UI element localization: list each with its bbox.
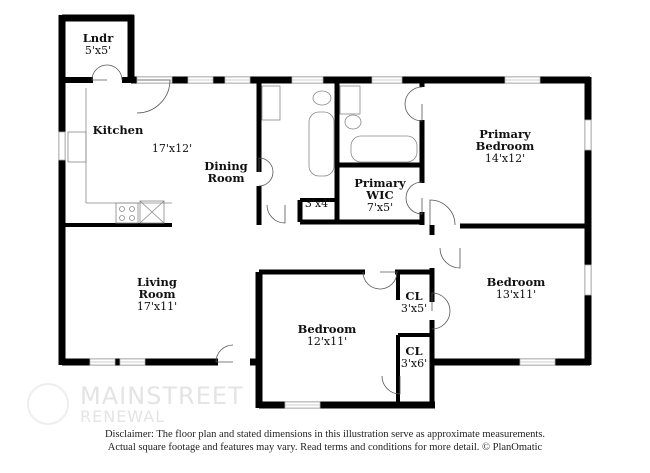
room-name-primary-bedroom: Primary xyxy=(479,127,531,141)
wall xyxy=(334,80,340,200)
door-swing xyxy=(266,204,286,224)
wall xyxy=(337,162,422,168)
door-swing xyxy=(258,157,274,187)
burner xyxy=(129,215,135,221)
fixtures xyxy=(67,85,418,224)
room-name-kitchen: Kitchen xyxy=(93,123,144,137)
wall xyxy=(300,219,422,225)
room-dims-closet-2: 3'x6' xyxy=(401,357,427,370)
room-name-dining: Dining xyxy=(204,159,247,173)
bath2-tub xyxy=(350,135,418,163)
wall xyxy=(256,186,262,225)
wall xyxy=(297,200,303,222)
doors xyxy=(91,64,461,395)
wall xyxy=(429,225,435,235)
window xyxy=(584,119,592,151)
room-name-closet-2: CL xyxy=(405,344,422,358)
room-name-bedroom-2: Bedroom xyxy=(487,275,546,289)
door-swing xyxy=(91,64,123,81)
wall xyxy=(127,15,135,83)
bath2-toilet xyxy=(344,114,362,130)
room-dims-closet-hall: 3'x4' xyxy=(305,197,331,210)
door-swing xyxy=(429,199,456,226)
window xyxy=(584,264,592,296)
door-swing xyxy=(136,79,171,114)
door-swing xyxy=(404,86,423,122)
wall xyxy=(122,77,137,83)
burner xyxy=(129,206,135,212)
wall xyxy=(419,120,425,183)
door-swing xyxy=(381,375,401,395)
fridge-mark xyxy=(139,200,165,224)
room-dims-laundry: 5'x5' xyxy=(85,44,111,57)
wall xyxy=(460,223,590,229)
wall xyxy=(255,272,263,408)
walls xyxy=(58,14,592,409)
wall xyxy=(398,333,432,337)
wall xyxy=(62,77,93,83)
room-name-closet-1: CL xyxy=(405,289,422,303)
wall xyxy=(256,80,262,172)
wall xyxy=(58,15,66,365)
room-name-living: Room xyxy=(138,287,175,301)
room-name-dining: Room xyxy=(207,171,244,185)
door-swing xyxy=(215,344,234,363)
windows xyxy=(58,76,592,409)
wall xyxy=(62,14,134,22)
fridge xyxy=(139,200,165,224)
watermark-line-1: MAINSTREET xyxy=(80,382,244,410)
wall xyxy=(419,212,425,225)
door-swing xyxy=(431,292,451,330)
watermark-line-2: RENEWAL xyxy=(80,407,165,426)
room-labels: Lndr5'x5'Kitchen17'x12'DiningRoom3'x4'Pr… xyxy=(83,31,546,370)
door-swing xyxy=(405,181,423,215)
room-name-primary-bedroom: Bedroom xyxy=(476,139,535,153)
bath1-toilet xyxy=(312,90,332,106)
room-dims-bedroom-2: 13'x11' xyxy=(496,288,536,301)
window xyxy=(58,131,66,161)
watermark: MAINSTREET RENEWAL xyxy=(27,382,244,426)
bath2-sink xyxy=(339,85,361,115)
kitchen-sink xyxy=(67,131,87,163)
wall xyxy=(419,80,425,87)
disclaimer-line-2: Actual square footage and features may v… xyxy=(107,442,543,453)
bath1-tub xyxy=(308,111,335,177)
disclaimer-line-1: Disclaimer: The floor plan and stated di… xyxy=(104,429,546,440)
room-name-primary-wic: WIC xyxy=(365,188,393,202)
wall xyxy=(395,269,432,275)
door-swing xyxy=(439,247,461,269)
wall xyxy=(584,77,592,365)
room-dims-primary-wic: 7'x5' xyxy=(367,201,393,214)
room-dims-closet-1: 3'x5' xyxy=(401,302,427,315)
wall xyxy=(300,198,337,202)
wall xyxy=(259,401,435,409)
bath1-sink xyxy=(261,85,281,121)
watermark-logo-icon xyxy=(27,383,69,425)
disclaimer: Disclaimer: The floor plan and stated di… xyxy=(0,428,650,454)
wall xyxy=(131,76,590,84)
room-name-primary-wic: Primary xyxy=(354,176,406,190)
room-name-laundry: Lndr xyxy=(83,31,114,45)
room-name-living: Living xyxy=(137,275,177,289)
wall xyxy=(259,269,365,275)
room-name-bedroom-3: Bedroom xyxy=(298,322,357,336)
wall xyxy=(62,223,172,227)
room-dims-kitchen: 17'x12' xyxy=(152,142,192,155)
wall xyxy=(429,268,435,302)
wall xyxy=(334,200,340,222)
wall xyxy=(396,272,400,300)
door-swing xyxy=(362,271,398,290)
room-dims-living: 17'x11' xyxy=(137,300,177,313)
burner xyxy=(119,215,125,221)
room-dims-primary-bedroom: 14'x12' xyxy=(485,152,525,165)
burner xyxy=(119,206,125,212)
stove xyxy=(115,202,139,224)
wall xyxy=(432,358,590,366)
wall xyxy=(396,335,400,405)
room-dims-bedroom-3: 12'x11' xyxy=(307,335,347,348)
